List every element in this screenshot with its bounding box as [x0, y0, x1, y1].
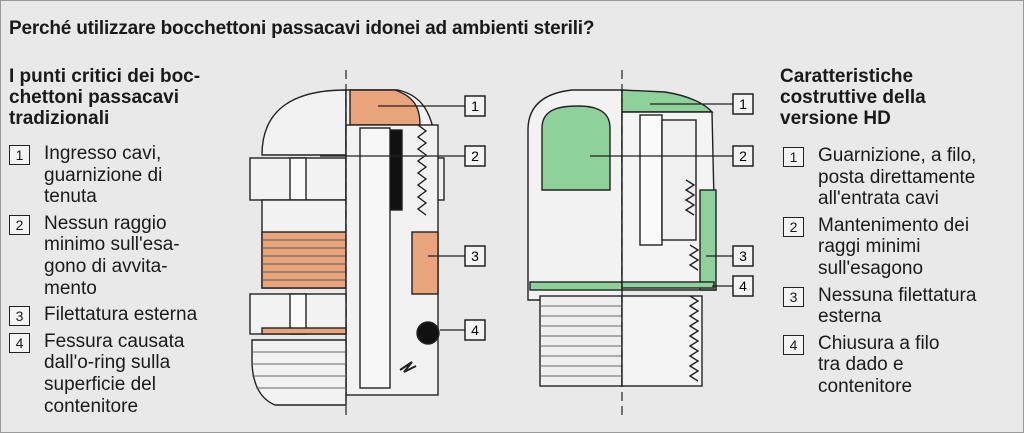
number-badge: 3	[783, 286, 804, 307]
list-item-text: Nessuna filettatura esterna	[818, 284, 977, 328]
number-badge: 3	[9, 306, 30, 327]
callout-label: 1	[739, 96, 747, 112]
right-list-item-1: 1 Guarnizione, a filo, posta direttamente…	[783, 145, 1013, 210]
seal-highlight-green	[621, 89, 714, 113]
figure-title: Perché utilizzare bocchettoni passacavi …	[9, 18, 595, 39]
right-list-item-3: 3 Nessuna filettatura esterna	[783, 285, 1013, 328]
left-list-item-1: 1 Ingresso cavi, guarnizione di tenuta	[9, 143, 234, 208]
o-ring-marker	[416, 321, 440, 345]
hd-callouts	[590, 103, 733, 287]
callout-label: 4	[471, 322, 479, 338]
left-list-item-2: 2 Nessun raggio minimo sull'esa- gono di …	[9, 213, 234, 299]
callout-label: 4	[739, 278, 747, 294]
right-heading: Caratteristiche costruttive della versio…	[780, 66, 980, 129]
right-list: 1 Guarnizione, a filo, posta direttamente…	[783, 145, 1013, 403]
right-list-item-2: 2 Mantenimento dei raggi minimi sull'esag…	[783, 215, 1013, 280]
callout-label: 1	[471, 98, 479, 114]
left-list-item-4: 4 Fessura causata dall'o-ring sulla super…	[9, 331, 234, 417]
list-item-text: Fessura causata dall'o-ring sulla superf…	[44, 330, 185, 417]
callout-label: 3	[471, 248, 479, 264]
number-badge: 4	[783, 334, 804, 355]
left-heading-text: I punti critici dei boc- chettoni passac…	[9, 66, 201, 129]
list-item-text: Ingresso cavi, guarnizione di tenuta	[44, 143, 163, 208]
callout-label: 2	[471, 148, 479, 164]
right-heading-text: Caratteristiche costruttive della versio…	[780, 66, 926, 129]
left-list-item-3: 3 Filettatura esterna	[9, 304, 234, 327]
number-badge: 2	[783, 216, 804, 237]
hd-callout-boxes: 1 2 3 4	[732, 93, 754, 297]
traditional-callout-boxes: 1 2 3 4	[464, 95, 486, 341]
left-heading: I punti critici dei boc- chettoni passac…	[9, 66, 229, 129]
number-badge: 1	[783, 147, 804, 167]
right-list-item-4: 4 Chiusura a filo tra dado e contenitore	[783, 333, 1013, 398]
callout-label: 2	[739, 148, 747, 164]
callout-label: 3	[739, 248, 747, 264]
list-item-text: Guarnizione, a filo, posta direttamente …	[818, 145, 977, 210]
number-badge: 4	[9, 332, 30, 353]
traditional-gland-drawing	[249, 70, 445, 415]
thread-highlight-right	[411, 231, 439, 295]
list-item-text: Chiusura a filo tra dado e contenitore	[818, 332, 940, 397]
hd-gland-drawing	[527, 70, 717, 415]
insert-highlight-green	[541, 105, 611, 191]
traditional-callouts	[320, 105, 465, 331]
number-badge: 1	[9, 145, 30, 165]
list-item-text: Filettatura esterna	[44, 304, 198, 326]
list-item-text: Mantenimento dei raggi minimi sull'esago…	[818, 214, 970, 279]
number-badge: 2	[9, 214, 30, 235]
list-item-text: Nessun raggio minimo sull'esa- gono di a…	[44, 212, 180, 299]
